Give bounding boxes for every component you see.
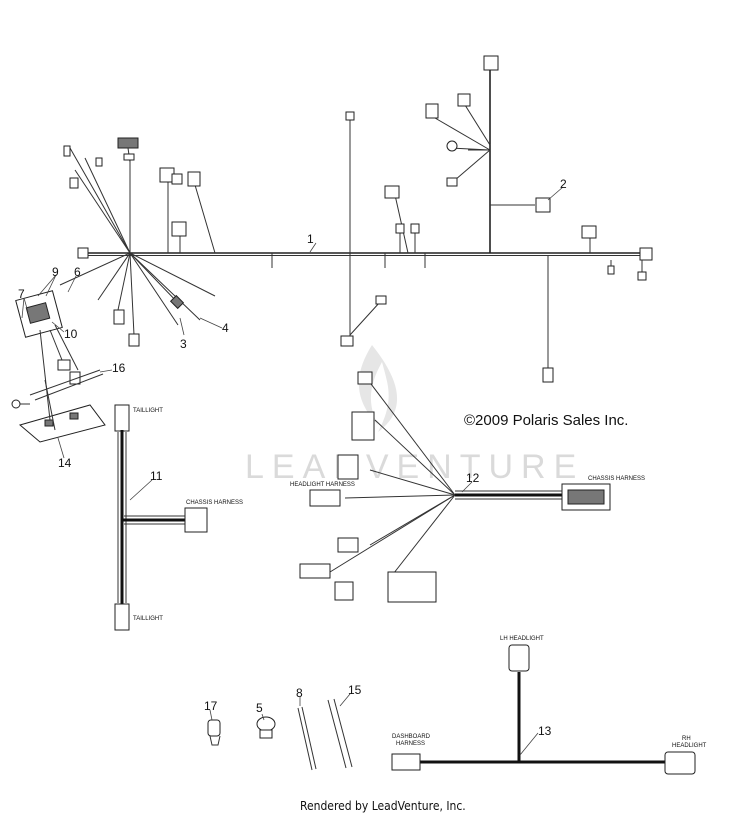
small-parts <box>207 698 353 771</box>
callout-6: 6 <box>74 265 81 279</box>
lh-headlight-label: LH HEADLIGHT <box>500 636 544 642</box>
main-harness <box>59 55 653 383</box>
callout-leaders <box>21 186 564 756</box>
chassis-harness-label-12: CHASSIS HARNESS <box>588 476 645 482</box>
headlight-harness: LH HEADLIGHT RH HEADLIGHT DASHBOARD HARN… <box>391 636 707 775</box>
watermark-text: LEADVENTURE <box>245 448 584 486</box>
callout-13: 13 <box>538 724 552 738</box>
callout-9: 9 <box>52 265 59 279</box>
rh-headlight-label-2: HEADLIGHT <box>672 743 707 749</box>
taillight-harness: TAILLIGHT TAILLIGHT CHASSIS HARNESS <box>114 404 243 631</box>
callout-11: 11 <box>150 469 163 483</box>
taillight-top-label: TAILLIGHT <box>133 408 163 414</box>
watermark: LEADVENTURE <box>245 345 584 486</box>
copyright-text: ©2009 Polaris Sales Inc. <box>464 412 628 429</box>
callout-5: 5 <box>256 701 263 715</box>
callout-8: 8 <box>296 686 303 700</box>
chassis-harness-label-11: CHASSIS HARNESS <box>186 500 243 506</box>
headlight-harness-label: HEADLIGHT HARNESS <box>290 482 355 488</box>
callout-12: 12 <box>466 471 480 485</box>
taillight-bottom-label: TAILLIGHT <box>133 616 163 622</box>
footer-text: Rendered by LeadVenture, Inc. <box>300 799 466 813</box>
callout-4: 4 <box>222 321 229 335</box>
rh-headlight-label-1: RH <box>682 736 691 742</box>
relay-bracket-assembly <box>11 290 106 443</box>
callout-17: 17 <box>204 699 218 713</box>
callout-1: 1 <box>307 232 314 246</box>
callout-15: 15 <box>348 683 362 697</box>
callout-14: 14 <box>58 456 72 470</box>
callout-16: 16 <box>112 361 126 375</box>
chassis-sub-harness: CHASSIS HARNESS HEADLIGHT HARNESS <box>290 371 645 603</box>
callout-3: 3 <box>180 337 187 351</box>
dashboard-harness-label-1: DASHBOARD <box>392 734 431 740</box>
callout-10: 10 <box>64 327 78 341</box>
callout-numbers: 1 2 3 4 5 6 7 8 9 10 11 12 13 14 15 16 1… <box>18 177 567 738</box>
dashboard-harness-label-2: HARNESS <box>396 741 425 747</box>
callout-7: 7 <box>18 287 25 301</box>
callout-2: 2 <box>560 177 567 191</box>
